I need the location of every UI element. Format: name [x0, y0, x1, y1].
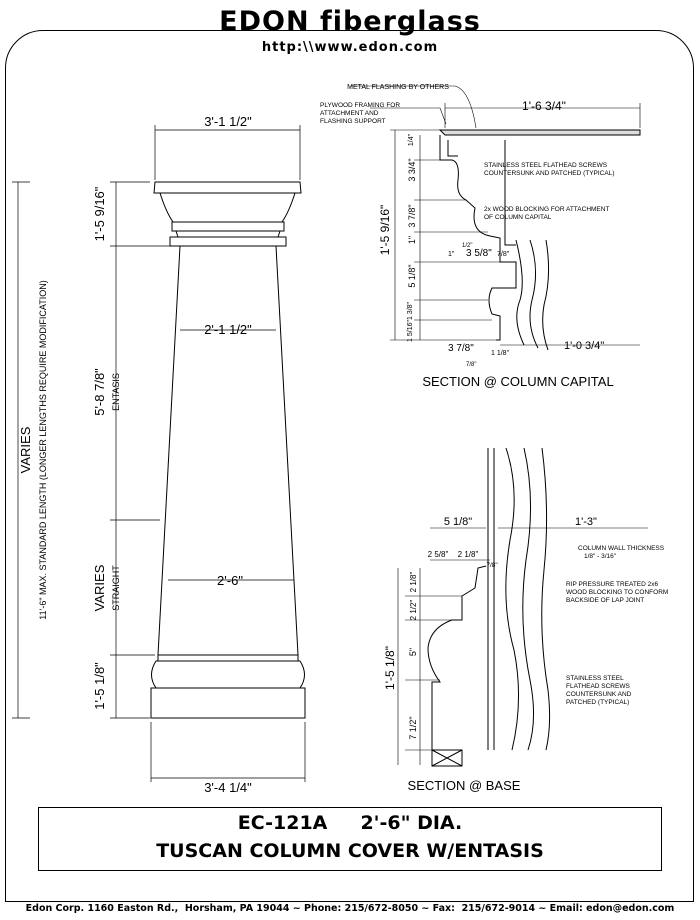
capital-section-dimension-lines	[350, 85, 641, 346]
base-note-wall-2: 1/8" - 3/16"	[584, 553, 617, 560]
column-straight-height: VARIES	[92, 564, 107, 611]
base-section-title: SECTION @ BASE	[408, 778, 521, 793]
capital-note-flashing: METAL FLASHING BY OTHERS	[347, 84, 449, 91]
capital-section-profile	[438, 129, 641, 351]
title-model: EC-121A 2'-6" DIA.	[237, 812, 463, 834]
base-dim-4: 2 1/8"	[409, 572, 418, 593]
column-dimension-lines	[12, 125, 306, 782]
capital-dim-7: 1"	[448, 251, 455, 258]
base-note-screws-4: PATCHED (TYPICAL)	[566, 699, 629, 706]
base-dim-1: 2 1/8"	[458, 550, 479, 559]
column-entasis-label: ENTASIS	[111, 373, 121, 411]
capital-dim-3: 1"	[407, 236, 417, 244]
capital-dim-4: 5 1/8"	[407, 264, 417, 287]
base-section-profile	[427, 447, 551, 767]
column-overall-height: VARIES	[18, 426, 33, 473]
brand-title: EDON fiberglass	[219, 6, 481, 37]
capital-height-total: 1'-5 9/16"	[378, 205, 392, 256]
capital-dim-2: 3 7/8"	[407, 204, 417, 227]
base-section-dimension-lines	[397, 527, 648, 765]
column-base-height: 1'-5 1/8"	[92, 662, 107, 710]
capital-width-bottom: 1'-0 3/4"	[564, 340, 604, 352]
drawing-border	[5, 30, 694, 902]
base-dim-3: 2 1/2"	[409, 600, 418, 621]
capital-dim-13: 7/8"	[466, 362, 476, 368]
base-width-right: 1'-3"	[575, 516, 597, 528]
capital-note-screws-2: COUNTERSUNK AND PATCHED (TYPICAL)	[484, 170, 615, 177]
base-note-rip-3: BACKSIDE OF LAP JOINT	[566, 597, 644, 604]
column-elevation	[150, 181, 306, 719]
capital-width-top: 1'-6 3/4"	[522, 99, 566, 113]
base-note-screws-2: FLATHEAD SCREWS	[566, 683, 630, 690]
base-height-total: 1'-5 1/8"	[383, 646, 397, 690]
capital-note-blocking-1: 2x WOOD BLOCKING FOR ATTACHMENT	[484, 206, 609, 213]
base-note-rip-1: RIP PRESSURE TREATED 2x6	[566, 581, 658, 588]
column-overall-note: 11'-6" MAX. STANDARD LENGTH (LONGER LENG…	[38, 280, 48, 619]
column-shaft-width: 2'-6"	[217, 573, 243, 588]
capital-section-title: SECTION @ COLUMN CAPITAL	[422, 374, 613, 389]
column-straight-label: STRAIGHT	[111, 565, 121, 611]
capital-dim-8: 3 5/8"	[466, 248, 492, 259]
column-capital-height: 1'-5 9/16"	[92, 186, 107, 241]
title-description: TUSCAN COLUMN COVER W/ENTASIS	[156, 840, 544, 862]
capital-note-blocking-2: OF COLUMN CAPITAL	[484, 214, 552, 221]
capital-dim-10: 3 7/8"	[448, 343, 474, 354]
capital-dim-11: 1 1/8"	[491, 350, 510, 357]
capital-dim-5: 1 3/8"	[407, 301, 414, 320]
column-top-width: 3'-1 1/2"	[204, 114, 252, 129]
capital-note-plywood-1: PLYWOOD FRAMING FOR	[320, 102, 400, 109]
capital-dim-9: 7/8"	[497, 251, 510, 258]
capital-dim-0: 1/4"	[408, 133, 415, 146]
column-entasis-height: 5'-8 7/8"	[92, 368, 107, 416]
base-note-rip-2: WOOD BLOCKING TO CONFORM	[566, 589, 668, 596]
base-dim-5: 5"	[408, 648, 418, 656]
base-dim-2: 7/8"	[486, 562, 498, 569]
capital-note-screws-1: STAINLESS STEEL FLATHEAD SCREWS	[484, 162, 608, 169]
capital-dim-1: 3 3/4"	[407, 158, 417, 181]
title-block	[38, 807, 662, 871]
base-note-screws-1: STAINLESS STEEL	[566, 675, 624, 682]
capital-dim-12: 1/2"	[462, 243, 472, 249]
base-dim-6: 7 1/2"	[408, 716, 418, 739]
column-neck-width: 2'-1 1/2"	[204, 322, 252, 337]
base-note-wall-1: COLUMN WALL THICKNESS	[578, 545, 665, 552]
base-note-screws-3: COUNTERSUNK AND	[566, 691, 632, 698]
base-dim-0: 2 5/8"	[428, 550, 449, 559]
capital-note-plywood-3: FLASHING SUPPORT	[320, 118, 386, 125]
footer-contact: Edon Corp. 1160 Easton Rd., Horsham, PA …	[25, 903, 675, 914]
column-base-width: 3'-4 1/4"	[204, 780, 252, 795]
base-width-top: 5 1/8"	[444, 516, 472, 528]
website-url[interactable]: http:\\www.edon.com	[261, 40, 439, 55]
capital-note-plywood-2: ATTACHMENT AND	[320, 110, 379, 117]
capital-dim-6: 1 5/16"	[407, 320, 414, 342]
